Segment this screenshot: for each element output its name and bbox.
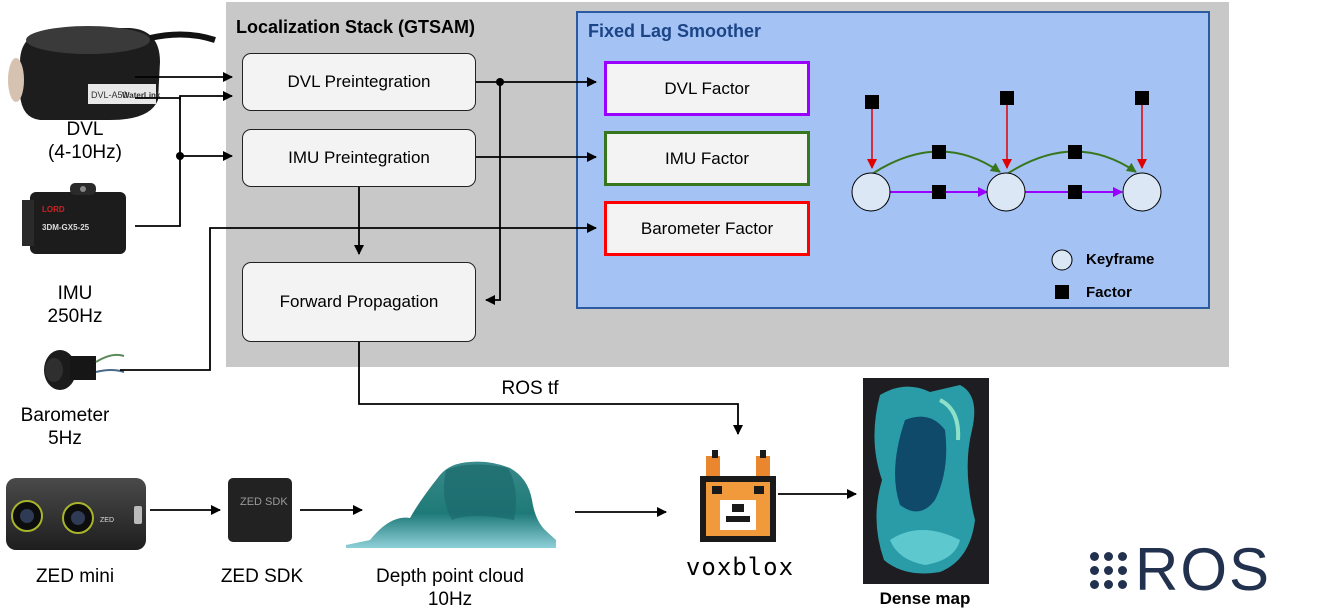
imu-factor-box: IMU Factor — [604, 131, 810, 186]
barometer-name: Barometer — [20, 405, 110, 426]
imu-preintegration-box: IMU Preintegration — [242, 129, 476, 187]
imu-sensor-image: LORD 3DM-GX5-25 — [22, 183, 126, 254]
dvl-sensor-label: DVL (4-10Hz) — [40, 118, 130, 164]
ros-dots-icon — [1090, 551, 1127, 589]
dense-map-image — [863, 378, 989, 584]
legend-keyframe-icon — [1051, 249, 1073, 271]
voxblox-logo-image — [700, 450, 776, 542]
factor-graph — [851, 91, 1162, 212]
dvl-brand-text: WaterLink — [122, 91, 161, 100]
imu-rate: 250Hz — [47, 306, 103, 327]
ros-logo: ROS — [1090, 540, 1271, 600]
legend-factor-label: Factor — [1086, 284, 1132, 301]
fixed-lag-smoother-title: Fixed Lag Smoother — [588, 21, 762, 41]
zed-mini-label: ZED mini — [35, 566, 115, 587]
dense-map-label: Dense map — [879, 589, 971, 608]
barometer-rate: 5Hz — [48, 428, 82, 449]
dvl-model-text: DVL-A50 — [91, 90, 128, 100]
point-cloud-image — [346, 461, 556, 548]
legend-factor-icon — [1055, 285, 1069, 299]
zed-sdk-chip-image: ZED SDK — [228, 478, 292, 542]
dvl-rate: (4-10Hz) — [48, 142, 122, 163]
barometer-sensor-image — [44, 350, 125, 390]
barometer-sensor-label: Barometer 5Hz — [10, 404, 120, 450]
point-cloud-label: Depth point cloud 10Hz — [350, 565, 550, 611]
imu-model-text: 3DM-GX5-25 — [42, 223, 90, 232]
dvl-preintegration-box: DVL Preintegration — [242, 53, 476, 111]
dvl-sensor-image: DVL-A50 WaterLink — [8, 26, 216, 120]
imu-brand-text: LORD — [42, 205, 65, 214]
point-cloud-rate: 10Hz — [427, 589, 473, 610]
voxblox-label: voxblox — [685, 553, 795, 581]
point-cloud-name: Depth point cloud — [376, 566, 524, 587]
zed-sdk-label: ZED SDK — [220, 566, 304, 587]
zed-body-text: ZED — [100, 517, 114, 524]
zed-mini-image: ZED — [6, 478, 146, 550]
localization-stack-title: Localization Stack (GTSAM) — [236, 17, 476, 37]
dvl-factor-box: DVL Factor — [604, 61, 810, 116]
ros-tf-label: ROS tf — [501, 378, 559, 399]
barometer-factor-box: Barometer Factor — [604, 201, 810, 256]
dvl-name: DVL — [66, 119, 104, 140]
imu-name: IMU — [57, 283, 93, 304]
legend-keyframe-label: Keyframe — [1086, 251, 1155, 268]
imu-sensor-label: IMU 250Hz — [30, 282, 120, 328]
ros-logo-text: ROS — [1135, 536, 1272, 603]
forward-propagation-box: Forward Propagation — [242, 262, 476, 342]
